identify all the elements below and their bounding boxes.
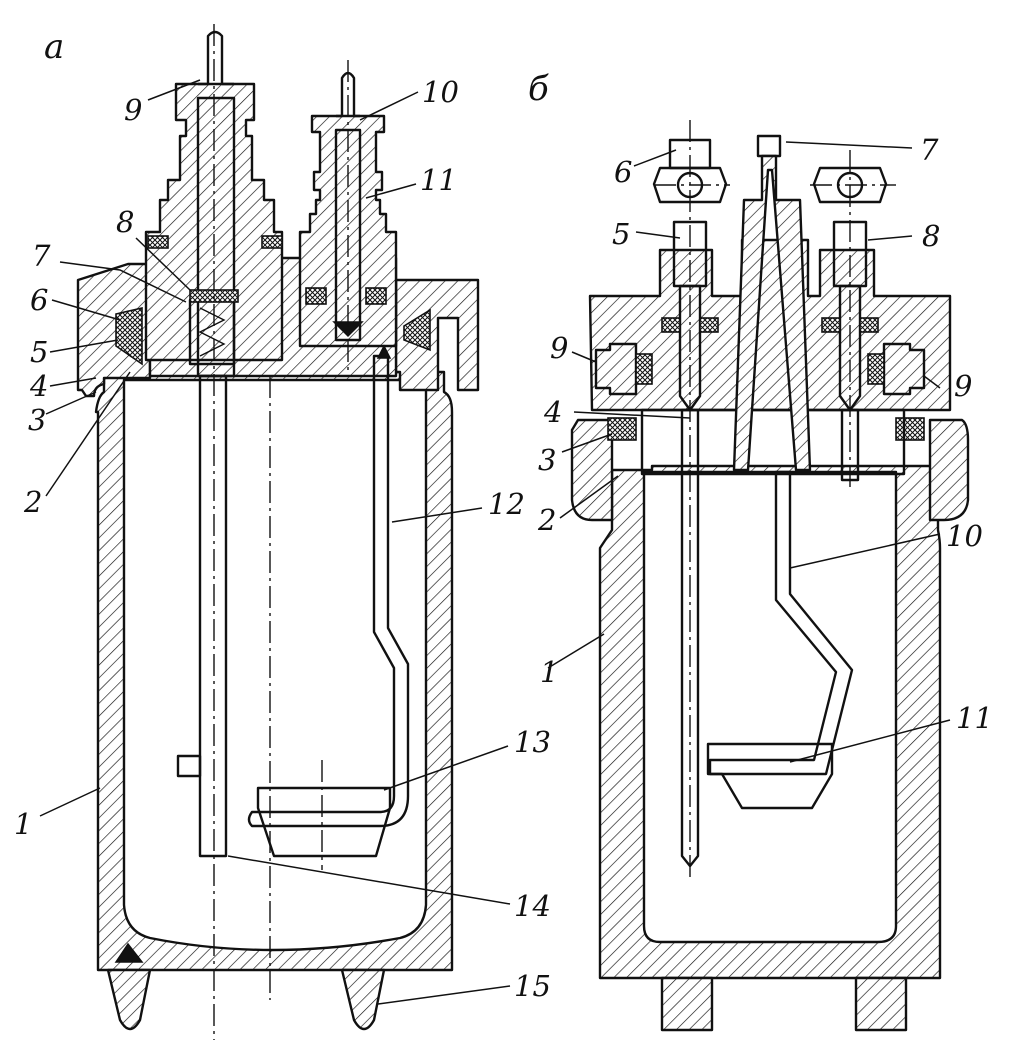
label-a-15: 15 [514, 969, 551, 1003]
vessel-a-body [94, 370, 454, 972]
vessel-b-body [598, 464, 942, 980]
label-a-8: 8 [116, 205, 134, 239]
view-b: б 1 2 3 4 5 6 7 8 9 9 10 11 [528, 69, 993, 1032]
gasket-b-3 [661, 317, 681, 333]
label-a-6: 6 [30, 283, 48, 317]
insert-b-body [732, 154, 812, 472]
nozzle-a-left-tip [198, 30, 234, 86]
gasket-a-1 [147, 235, 169, 249]
view-b-letter: б [528, 69, 549, 109]
leaders-a [39, 79, 511, 1005]
gasket-b-6 [821, 317, 841, 333]
label-a-13: 13 [514, 725, 551, 759]
label-b-6: 6 [614, 155, 632, 189]
bent-tube-a [247, 354, 410, 828]
label-b-3: 3 [538, 443, 556, 477]
gasket-a-7 [365, 287, 387, 305]
leaders-b [547, 141, 951, 763]
crucible-b [706, 742, 834, 810]
label-b-2: 2 [537, 503, 556, 537]
label-a-2: 2 [23, 485, 42, 519]
label-b-9-left: 9 [550, 331, 568, 365]
label-a-4: 4 [29, 369, 48, 403]
crucible-a [256, 786, 392, 858]
gasket-a-2 [261, 235, 283, 249]
gasket-b-2 [895, 417, 925, 441]
label-b-8: 8 [922, 219, 940, 253]
label-a-14: 14 [514, 889, 551, 923]
label-a-12: 12 [488, 487, 525, 521]
foot-b-left [660, 976, 714, 1032]
bent-tube-a-tip [376, 344, 392, 359]
screw-b-left [594, 342, 638, 396]
gasket-b-8 [867, 353, 885, 385]
dip-tube-a [198, 374, 228, 858]
gasket-b-4 [699, 317, 719, 333]
label-b-7: 7 [920, 133, 939, 167]
foot-b-right [854, 976, 908, 1032]
view-a-letter: а [44, 27, 64, 67]
label-b-4: 4 [543, 395, 562, 429]
bottom-plug-a [114, 942, 144, 963]
gasket-b-1 [607, 417, 637, 441]
label-a-5: 5 [30, 335, 48, 369]
bent-rod-b [708, 470, 854, 776]
foot-a-right [340, 968, 386, 1031]
label-a-9: 9 [124, 93, 142, 127]
view-a: а 1 2 3 4 5 6 7 8 9 10 11 12 13 14 15 [14, 24, 551, 1040]
gasket-b-7 [859, 317, 879, 333]
label-b-1: 1 [540, 655, 558, 689]
label-b-10: 10 [946, 519, 983, 553]
valve-a-spring [198, 307, 226, 357]
label-b-9-right: 9 [954, 369, 972, 403]
flange-b-right [928, 418, 970, 522]
nozzle-a-left-body [144, 82, 284, 362]
label-a-7: 7 [32, 239, 51, 273]
outlet-tube-b [840, 408, 860, 482]
dip-tube-b [680, 408, 700, 868]
gasket-a-6 [305, 287, 327, 305]
valve-b-right-knob [812, 166, 888, 204]
valve-b-left-needle [678, 284, 702, 412]
label-b-5: 5 [612, 217, 630, 251]
label-a-10: 10 [422, 75, 459, 109]
label-a-3: 3 [28, 403, 46, 437]
gasket-a-4 [115, 306, 143, 366]
vessel-a-flange-right [394, 278, 480, 392]
label-a-11: 11 [420, 163, 457, 197]
label-b-11: 11 [956, 701, 993, 735]
gasket-b-5 [635, 353, 653, 385]
gasket-a-5 [403, 308, 431, 352]
label-a-1: 1 [14, 807, 32, 841]
dip-tube-a-stub [176, 754, 202, 778]
screw-b-right [882, 342, 926, 396]
valve-b-left-knob [652, 166, 728, 204]
insert-b-cap [756, 134, 782, 158]
foot-a-left [106, 968, 152, 1031]
valve-b-right-needle [838, 284, 862, 412]
lid-b-void [640, 408, 906, 476]
